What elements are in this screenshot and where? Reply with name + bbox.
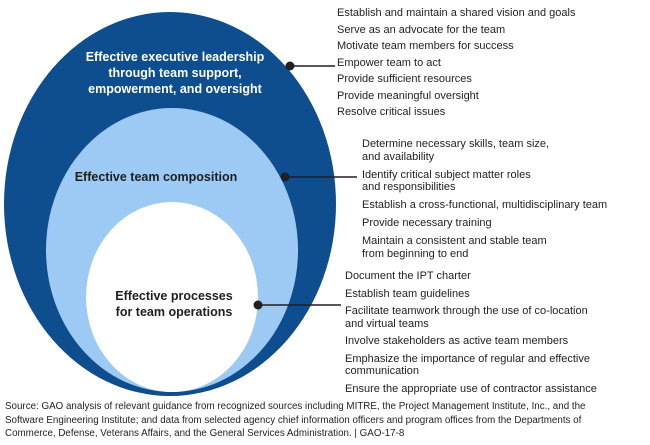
list-item: Provide necessary training [362,217,492,229]
list-item: Document the IPT charter [345,270,471,282]
leader-dot-composition [280,172,290,182]
list-item: Provide meaningful oversight [337,89,479,102]
list-item: Emphasize the importance of regular and … [345,352,590,378]
ring-label-team-composition: Effective team composition [74,170,238,184]
list-item: Establish a cross-functional, multidisci… [362,199,608,211]
composition-practices-list: Determine necessary skills, team size, a… [362,138,648,266]
list-item: Facilitate teamwork through the use of c… [345,305,588,330]
inner-circle-processes-shape [86,202,258,392]
list-item: Establish and maintain a shared vision a… [337,7,576,19]
leader-dot-processes [253,300,263,310]
list-item: Maintain a consistent and stable team fr… [362,235,547,260]
list-item: Ensure the appropriate use of contractor… [345,382,597,395]
list-item: Resolve critical issues [337,106,446,118]
ring-label-executive-leadership: Effective executive leadership through t… [85,50,265,96]
leader-dot-leadership [285,61,295,71]
list-item: Provide sufficient resources [337,73,472,85]
list-item: Involve stakeholders as active team memb… [345,335,569,347]
list-item: Identify critical subject matter roles a… [362,168,531,194]
list-item: Motivate team members for success [337,40,514,52]
source-note: Source: GAO analysis of relevant guidanc… [5,401,586,439]
list-item: Determine necessary skills, team size, a… [362,138,550,163]
leadership-practices-list: Establish and maintain a shared vision a… [337,7,643,123]
ring-label-team-processes: Effective processes for team operations [115,289,233,319]
list-item: Empower team to act [337,56,441,69]
list-item: Serve as an advocate for the team [337,23,506,36]
processes-practices-list: Document the IPT charter Establish team … [345,270,647,400]
list-item: Establish team guidelines [345,287,470,300]
